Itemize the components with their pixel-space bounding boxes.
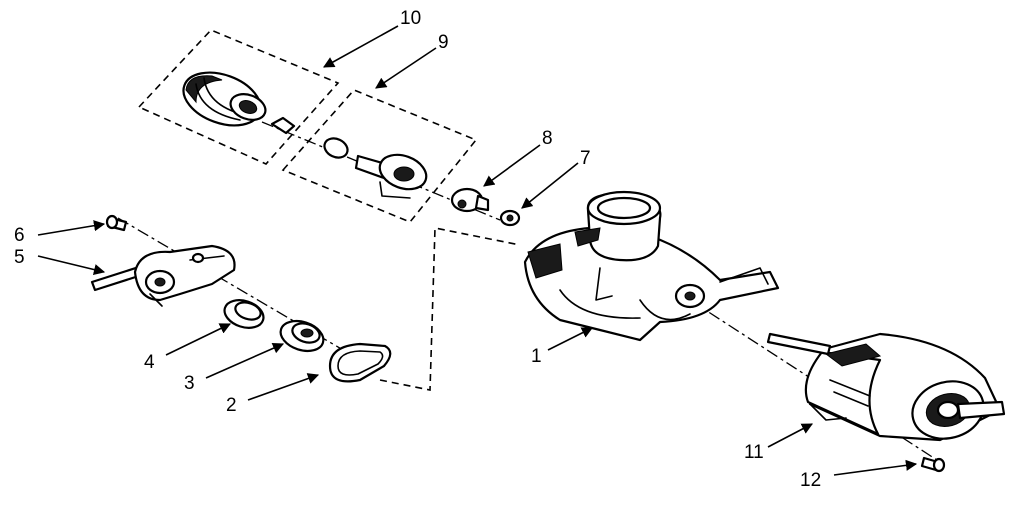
leader-5 (37, 255, 106, 276)
leader-1 (547, 327, 594, 351)
screw-6-part (105, 214, 128, 232)
callout-8: 8 (542, 128, 553, 149)
callout-1: 1 (531, 346, 542, 367)
leader-7 (521, 162, 579, 209)
leader-9 (375, 47, 437, 89)
kit-box-10 (137, 29, 340, 165)
cover-bracket-part (133, 244, 236, 307)
callout-3: 3 (184, 373, 195, 394)
callout-6: 6 (14, 225, 25, 246)
leader-10 (323, 25, 399, 68)
washer-hole (506, 214, 514, 222)
leader-8 (483, 144, 541, 187)
leader-2 (247, 373, 320, 401)
leader-6 (37, 220, 106, 236)
screw-12-part (920, 456, 946, 473)
leader-12 (833, 459, 918, 476)
gasket-connection-line (379, 227, 521, 391)
impeller-part (323, 137, 428, 199)
leader-3 (205, 342, 285, 379)
seal-part (279, 319, 325, 353)
bushing-part (223, 299, 265, 329)
leader-11 (767, 423, 813, 448)
callout-5: 5 (14, 247, 25, 268)
callout-9: 9 (438, 32, 449, 53)
coupling-part (450, 187, 490, 213)
callout-10: 10 (400, 8, 421, 29)
callout-7: 7 (580, 148, 591, 169)
callout-12: 12 (800, 470, 821, 491)
motor-part (766, 332, 1006, 442)
callout-11: 11 (744, 442, 764, 463)
leader-4 (165, 323, 232, 356)
callout-2: 2 (226, 395, 237, 416)
pump-housing-part (523, 190, 780, 342)
gasket-part (328, 342, 392, 383)
callout-4: 4 (144, 352, 155, 373)
cup-seal-part (182, 71, 296, 135)
kit-box-9 (281, 89, 478, 223)
